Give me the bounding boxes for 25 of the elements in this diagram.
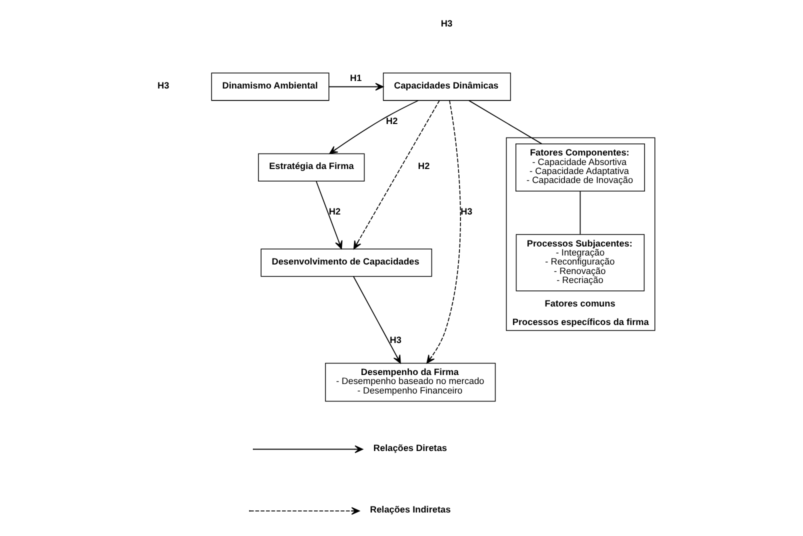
node-box: Fatores Componentes: - Capacidade Absortiva - Capacidade Adaptativa - Capacidade de Inovação	[514, 143, 644, 192]
edge-label: H2	[386, 116, 398, 126]
connector	[579, 190, 580, 235]
node-box: Processos Subjacentes: - Integração - Reconfiguração - Renovação - Recriação	[515, 234, 644, 292]
node-box: Dinamismo Ambiental	[210, 72, 329, 101]
edge-label: H2	[417, 161, 430, 172]
legend-label: Relações Diretas	[372, 442, 446, 453]
label: H3	[157, 80, 169, 90]
node-box: Estratégia da Firma	[258, 153, 364, 182]
arrow	[315, 180, 342, 250]
arrow	[352, 100, 440, 250]
arrow	[328, 82, 384, 91]
arrow	[328, 100, 418, 154]
edge-label: H1	[350, 73, 362, 84]
arrow	[352, 276, 400, 364]
node-box: Capacidades Dinâmicas	[382, 72, 510, 101]
edge-label: H3	[389, 335, 401, 346]
arrow	[426, 100, 460, 364]
edge-label: H3	[460, 206, 472, 216]
edge-label: H2	[328, 206, 340, 216]
label: H3	[440, 18, 452, 29]
node-box: Desempenho da Firma - Desempenho baseado no mercado - Desempenho Financeiro	[324, 362, 496, 402]
node-box: Desenvolvimento de Capacidades	[260, 248, 432, 277]
connector	[468, 100, 542, 144]
legend-label: Relações Indiretas	[370, 504, 450, 515]
